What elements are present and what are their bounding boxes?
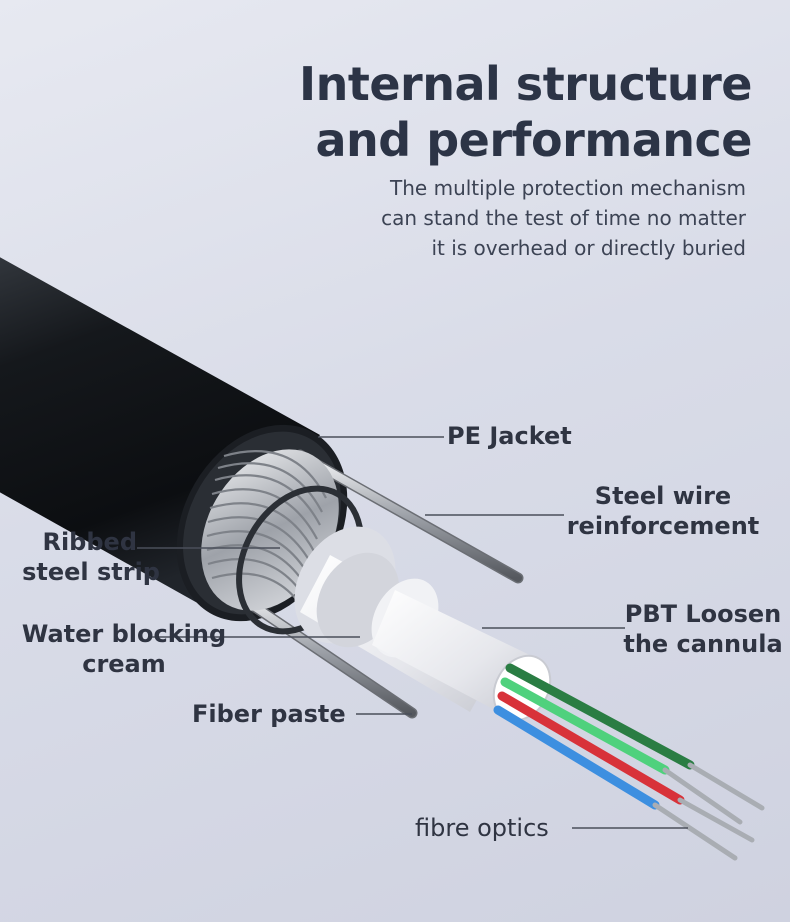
label-steel-wire: Steel wire reinforcement — [562, 481, 764, 541]
label-pbt: PBT Loosen the cannula — [622, 599, 784, 659]
subtitle-line-3: it is overhead or directly buried — [431, 236, 746, 260]
subtitle-line-1: The multiple protection mechanism — [390, 176, 746, 200]
label-water-line1: Water blocking — [21, 620, 227, 648]
fibre-optic-strands — [493, 663, 765, 861]
label-steel-wire-line2: reinforcement — [566, 512, 760, 540]
label-fibre-optics: fibre optics — [415, 813, 549, 843]
label-water-blocking: Water blocking cream — [18, 619, 230, 679]
label-pbt-line1: PBT Loosen — [624, 600, 782, 628]
title-line-1: Internal structure — [299, 57, 753, 111]
label-ribbed-steel-strip: Ribbed steel strip — [10, 527, 160, 587]
page-subtitle: The multiple protection mechanism can st… — [306, 173, 746, 263]
label-fiber-paste-text: Fiber paste — [192, 700, 346, 728]
subtitle-line-2: can stand the test of time no matter — [381, 206, 746, 230]
leader-lines — [137, 436, 688, 829]
label-ribbed-line2: steel strip — [22, 558, 160, 586]
label-fibre-optics-text: fibre optics — [415, 814, 549, 842]
steel-wire-rods — [224, 449, 524, 719]
label-pbt-line2: the cannula — [623, 630, 783, 658]
label-steel-wire-line1: Steel wire — [594, 482, 732, 510]
label-pe-jacket: PE Jacket — [447, 421, 572, 451]
label-ribbed-line1: Ribbed — [42, 528, 137, 556]
label-pe-jacket-text: PE Jacket — [447, 422, 572, 450]
title-line-2: and performance — [315, 113, 752, 167]
label-water-line2: cream — [82, 650, 166, 678]
page-title: Internal structure and performance — [292, 56, 753, 168]
label-fiber-paste: Fiber paste — [192, 699, 346, 729]
